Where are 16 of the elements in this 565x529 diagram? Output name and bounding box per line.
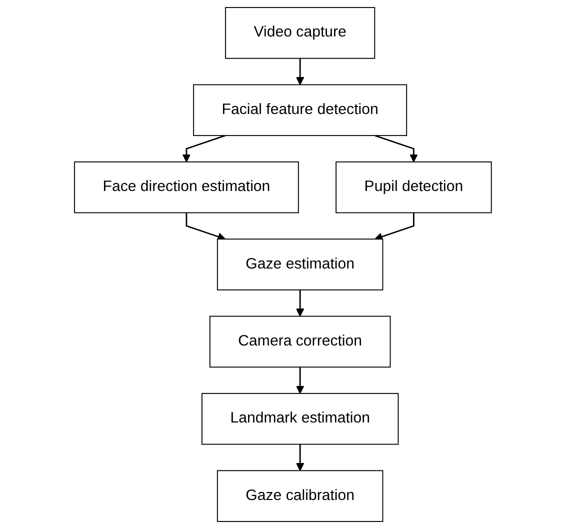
node-box: Pupil detection <box>335 161 492 214</box>
arrow <box>374 212 414 241</box>
arrow <box>296 444 304 471</box>
node-box: Camera correction <box>209 316 390 368</box>
arrow <box>296 367 304 394</box>
node-box: Facial feature detection <box>192 84 407 136</box>
node-box: Face direction estimation <box>74 161 298 214</box>
node-box: Gaze estimation <box>216 238 383 290</box>
node-box: Video capture <box>224 7 375 59</box>
arrow <box>296 58 304 86</box>
arrow <box>374 134 418 162</box>
arrow <box>185 212 226 241</box>
arrow <box>296 290 304 317</box>
node-box: Landmark estimation <box>201 392 398 445</box>
arrow <box>182 134 226 162</box>
node-box: Gaze calibration <box>216 470 383 522</box>
